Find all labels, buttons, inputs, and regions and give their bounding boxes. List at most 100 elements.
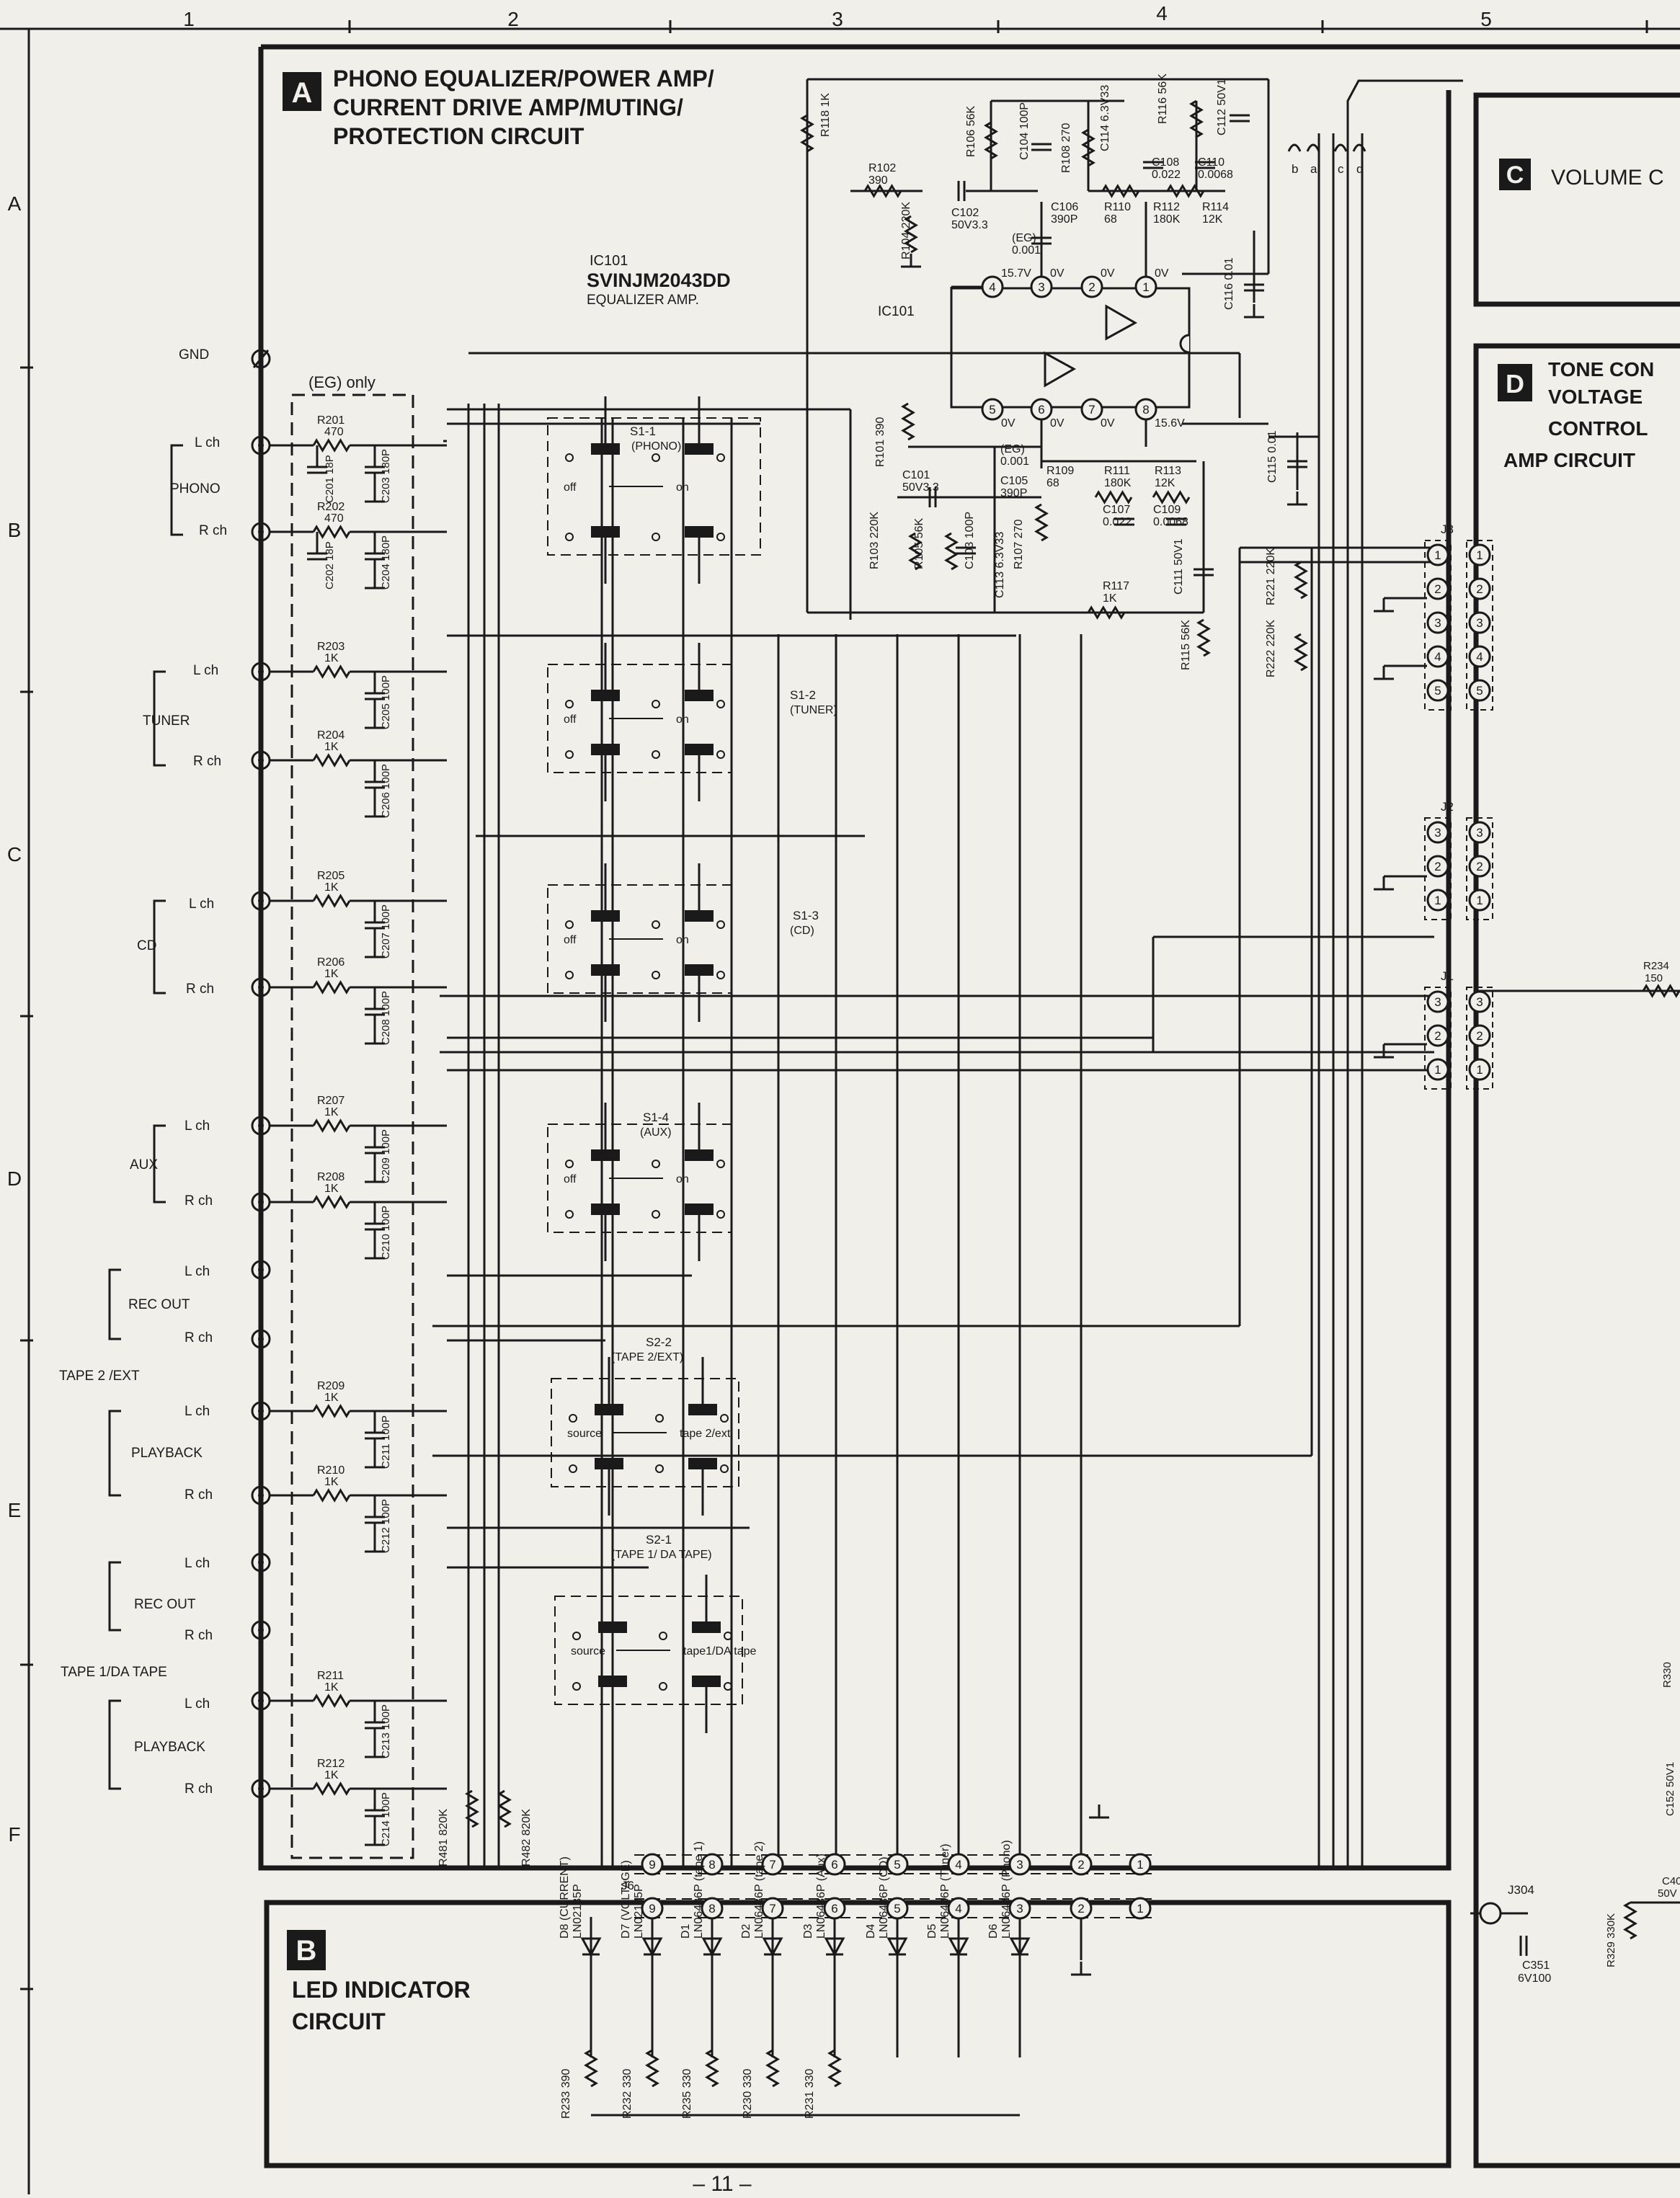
connector-outline (1424, 817, 1452, 920)
part-label: C213 100P (380, 1704, 392, 1758)
switch-terminal (565, 453, 574, 462)
connector-pin (1468, 1024, 1491, 1047)
part-label: C111 50V1 (1173, 538, 1185, 595)
switch-terminal (655, 1464, 664, 1473)
part-label: R329 330K (1605, 1913, 1617, 1967)
connector-pin-label: 8 (708, 1858, 715, 1872)
part-label: C101 (902, 469, 930, 481)
switch-id: S2-1 (646, 1533, 672, 1547)
switch-contact (591, 1203, 620, 1215)
connector-pin (1426, 543, 1449, 566)
part-label: 1K (324, 968, 339, 980)
connector-pin (761, 1853, 784, 1876)
part-label: R107 270 (1013, 520, 1025, 569)
connector-pin (1426, 1024, 1449, 1047)
ic101-labels: IC101 SVINJM2043DD EQUALIZER AMP. IC101 (587, 253, 915, 319)
input-group-label: R ch (193, 754, 221, 769)
section-a-title-line: PHONO EQUALIZER/POWER AMP/ (333, 66, 714, 92)
op-amp (1105, 304, 1138, 341)
input-jack (258, 1698, 264, 1704)
bus-label: d (1356, 162, 1363, 176)
input-jack (251, 891, 271, 911)
connector-pin-label: 1 (1434, 894, 1441, 907)
column-label: 3 (832, 8, 843, 30)
input-jack (258, 757, 264, 763)
ic101-pin-voltage: 0V (1155, 267, 1169, 280)
part-label: 50V3.3 (902, 481, 939, 494)
switch-contact (692, 1676, 721, 1687)
part-label: R207 (317, 1095, 345, 1107)
connector-pin (1426, 855, 1449, 878)
ic101-notch (1179, 334, 1190, 354)
input-group-label: PHONO (170, 481, 221, 497)
part-label: R101 390 (874, 417, 886, 467)
part-label: C113 6.3V33 (994, 532, 1006, 598)
switch-name: (TAPE 2/EXT) (611, 1351, 683, 1363)
input-jack (251, 1691, 271, 1711)
switch-terminal (724, 1632, 732, 1640)
ic101-pin-voltage: 0V (1001, 417, 1015, 430)
connector-pin-label: 2 (1434, 582, 1441, 596)
input-jack (251, 1260, 271, 1280)
connector-pin (1070, 1897, 1093, 1920)
ic101-pin (1030, 398, 1053, 421)
led-part: LN02135P (633, 1884, 645, 1939)
connector-pin-label: 3 (1016, 1902, 1023, 1916)
section-b-letter-box (287, 1930, 326, 1970)
part-label: C112 50V1 (1216, 79, 1228, 135)
input-resistor (312, 664, 351, 679)
resistor (1294, 561, 1308, 600)
led-ref: D5 (926, 1923, 938, 1939)
switch-terminal (572, 1682, 581, 1691)
switch-terminal (565, 750, 574, 759)
section-d-title-line: CONTROL (1548, 417, 1648, 440)
connector-pin (701, 1897, 724, 1920)
switch-position-label: off (564, 934, 577, 946)
switch-terminal (716, 750, 725, 759)
part-label: C110 (1198, 156, 1225, 169)
ic101-pin (1134, 398, 1157, 421)
connector-pin (1426, 611, 1449, 634)
part-label: 1K (324, 1183, 339, 1195)
switch-name: (TUNER) (790, 704, 837, 716)
section-b-letter: B (296, 1935, 317, 1967)
part-label: R234 (1643, 960, 1669, 972)
section-d-letter-box (1498, 364, 1532, 401)
part-label: C210 100P (380, 1206, 392, 1260)
connector-outline (1424, 987, 1452, 1090)
switch-contact (685, 964, 714, 976)
input-jack (251, 750, 271, 770)
connector-pin-label: 7 (769, 1902, 775, 1916)
switch-terminal (565, 533, 574, 541)
connector-pin-label: 6 (1038, 403, 1044, 417)
input-jack (258, 984, 264, 990)
connector-pin-label: 5 (989, 403, 995, 417)
eg-only-label: (EG) only (308, 373, 375, 391)
part-label: 470 (324, 426, 344, 438)
connector-pin-label: 3 (1016, 1858, 1023, 1872)
switch-contact (685, 744, 714, 755)
resistor (645, 2049, 659, 2088)
input-jack (258, 1492, 264, 1498)
connector-pin (1468, 645, 1491, 668)
row-labels: A B C D E F (7, 192, 22, 1846)
connector-label: J3 (1441, 522, 1454, 536)
section-c-letter: C (1506, 161, 1524, 189)
switch-terminal (724, 1682, 732, 1691)
resistor (1642, 984, 1680, 998)
row-label: C (7, 843, 22, 866)
switch-contact (591, 690, 620, 701)
switch-terminal (565, 971, 574, 979)
led-symbol (701, 1937, 723, 1957)
input-group-label: R ch (185, 1487, 213, 1503)
switch-id: S2-2 (646, 1335, 672, 1349)
switch-terminal (720, 1464, 729, 1473)
section-a-letter-box (283, 72, 321, 111)
connector-pin-label: 1 (1142, 280, 1149, 294)
part-label: R114 (1202, 201, 1229, 213)
connector-pin-label: 2 (1434, 1029, 1441, 1043)
part-label: C203 180P (380, 449, 392, 503)
connector-pin (1426, 990, 1449, 1013)
led-symbol (580, 1937, 602, 1957)
input-jack (258, 1627, 264, 1633)
